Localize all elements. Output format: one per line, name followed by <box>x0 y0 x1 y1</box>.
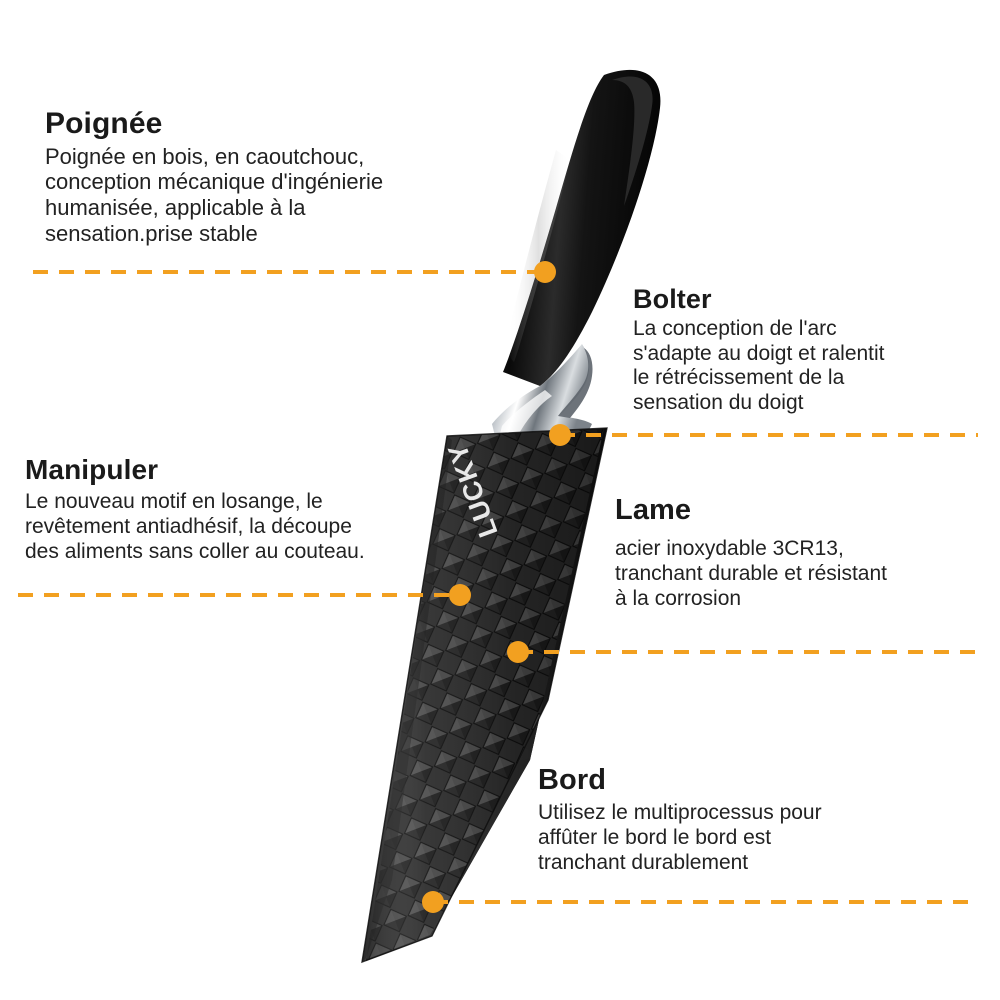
callout-bord-title: Bord <box>538 764 607 796</box>
callout-bord-body: Utilisez le multiprocessus pour affûter … <box>538 801 822 874</box>
connector-dot-bolter <box>549 424 571 446</box>
callout-bolter-body: La conception de l'arc s'adapte au doigt… <box>633 317 885 415</box>
callout-bolter: Bolter La conception de l'arc s'adapte a… <box>633 285 985 416</box>
knife-bolster <box>492 344 593 446</box>
callout-lame-title: Lame <box>615 494 692 526</box>
callout-poignee-title: Poignée <box>45 107 163 140</box>
callout-lame: Lame acier inoxydable 3CR13, tranchant d… <box>615 495 975 611</box>
connector-dot-bord <box>422 891 444 913</box>
connector-dot-manipuler <box>449 584 471 606</box>
callout-manipuler-body: Le nouveau motif en losange, le revêteme… <box>25 490 365 563</box>
callout-poignee: Poignée Poignée en bois, en caoutchouc, … <box>45 108 515 246</box>
callout-bord: Bord Utilisez le multiprocessus pour aff… <box>538 765 958 875</box>
connector-dot-lame <box>507 641 529 663</box>
callout-lame-body: acier inoxydable 3CR13, tranchant durabl… <box>615 537 887 610</box>
callout-poignee-body: Poignée en bois, en caoutchouc, concepti… <box>45 143 384 246</box>
connector-dot-poignee <box>534 261 556 283</box>
callout-manipuler: Manipuler Le nouveau motif en losange, l… <box>25 455 455 564</box>
callout-bolter-title: Bolter <box>633 284 712 314</box>
callout-manipuler-title: Manipuler <box>25 454 159 485</box>
